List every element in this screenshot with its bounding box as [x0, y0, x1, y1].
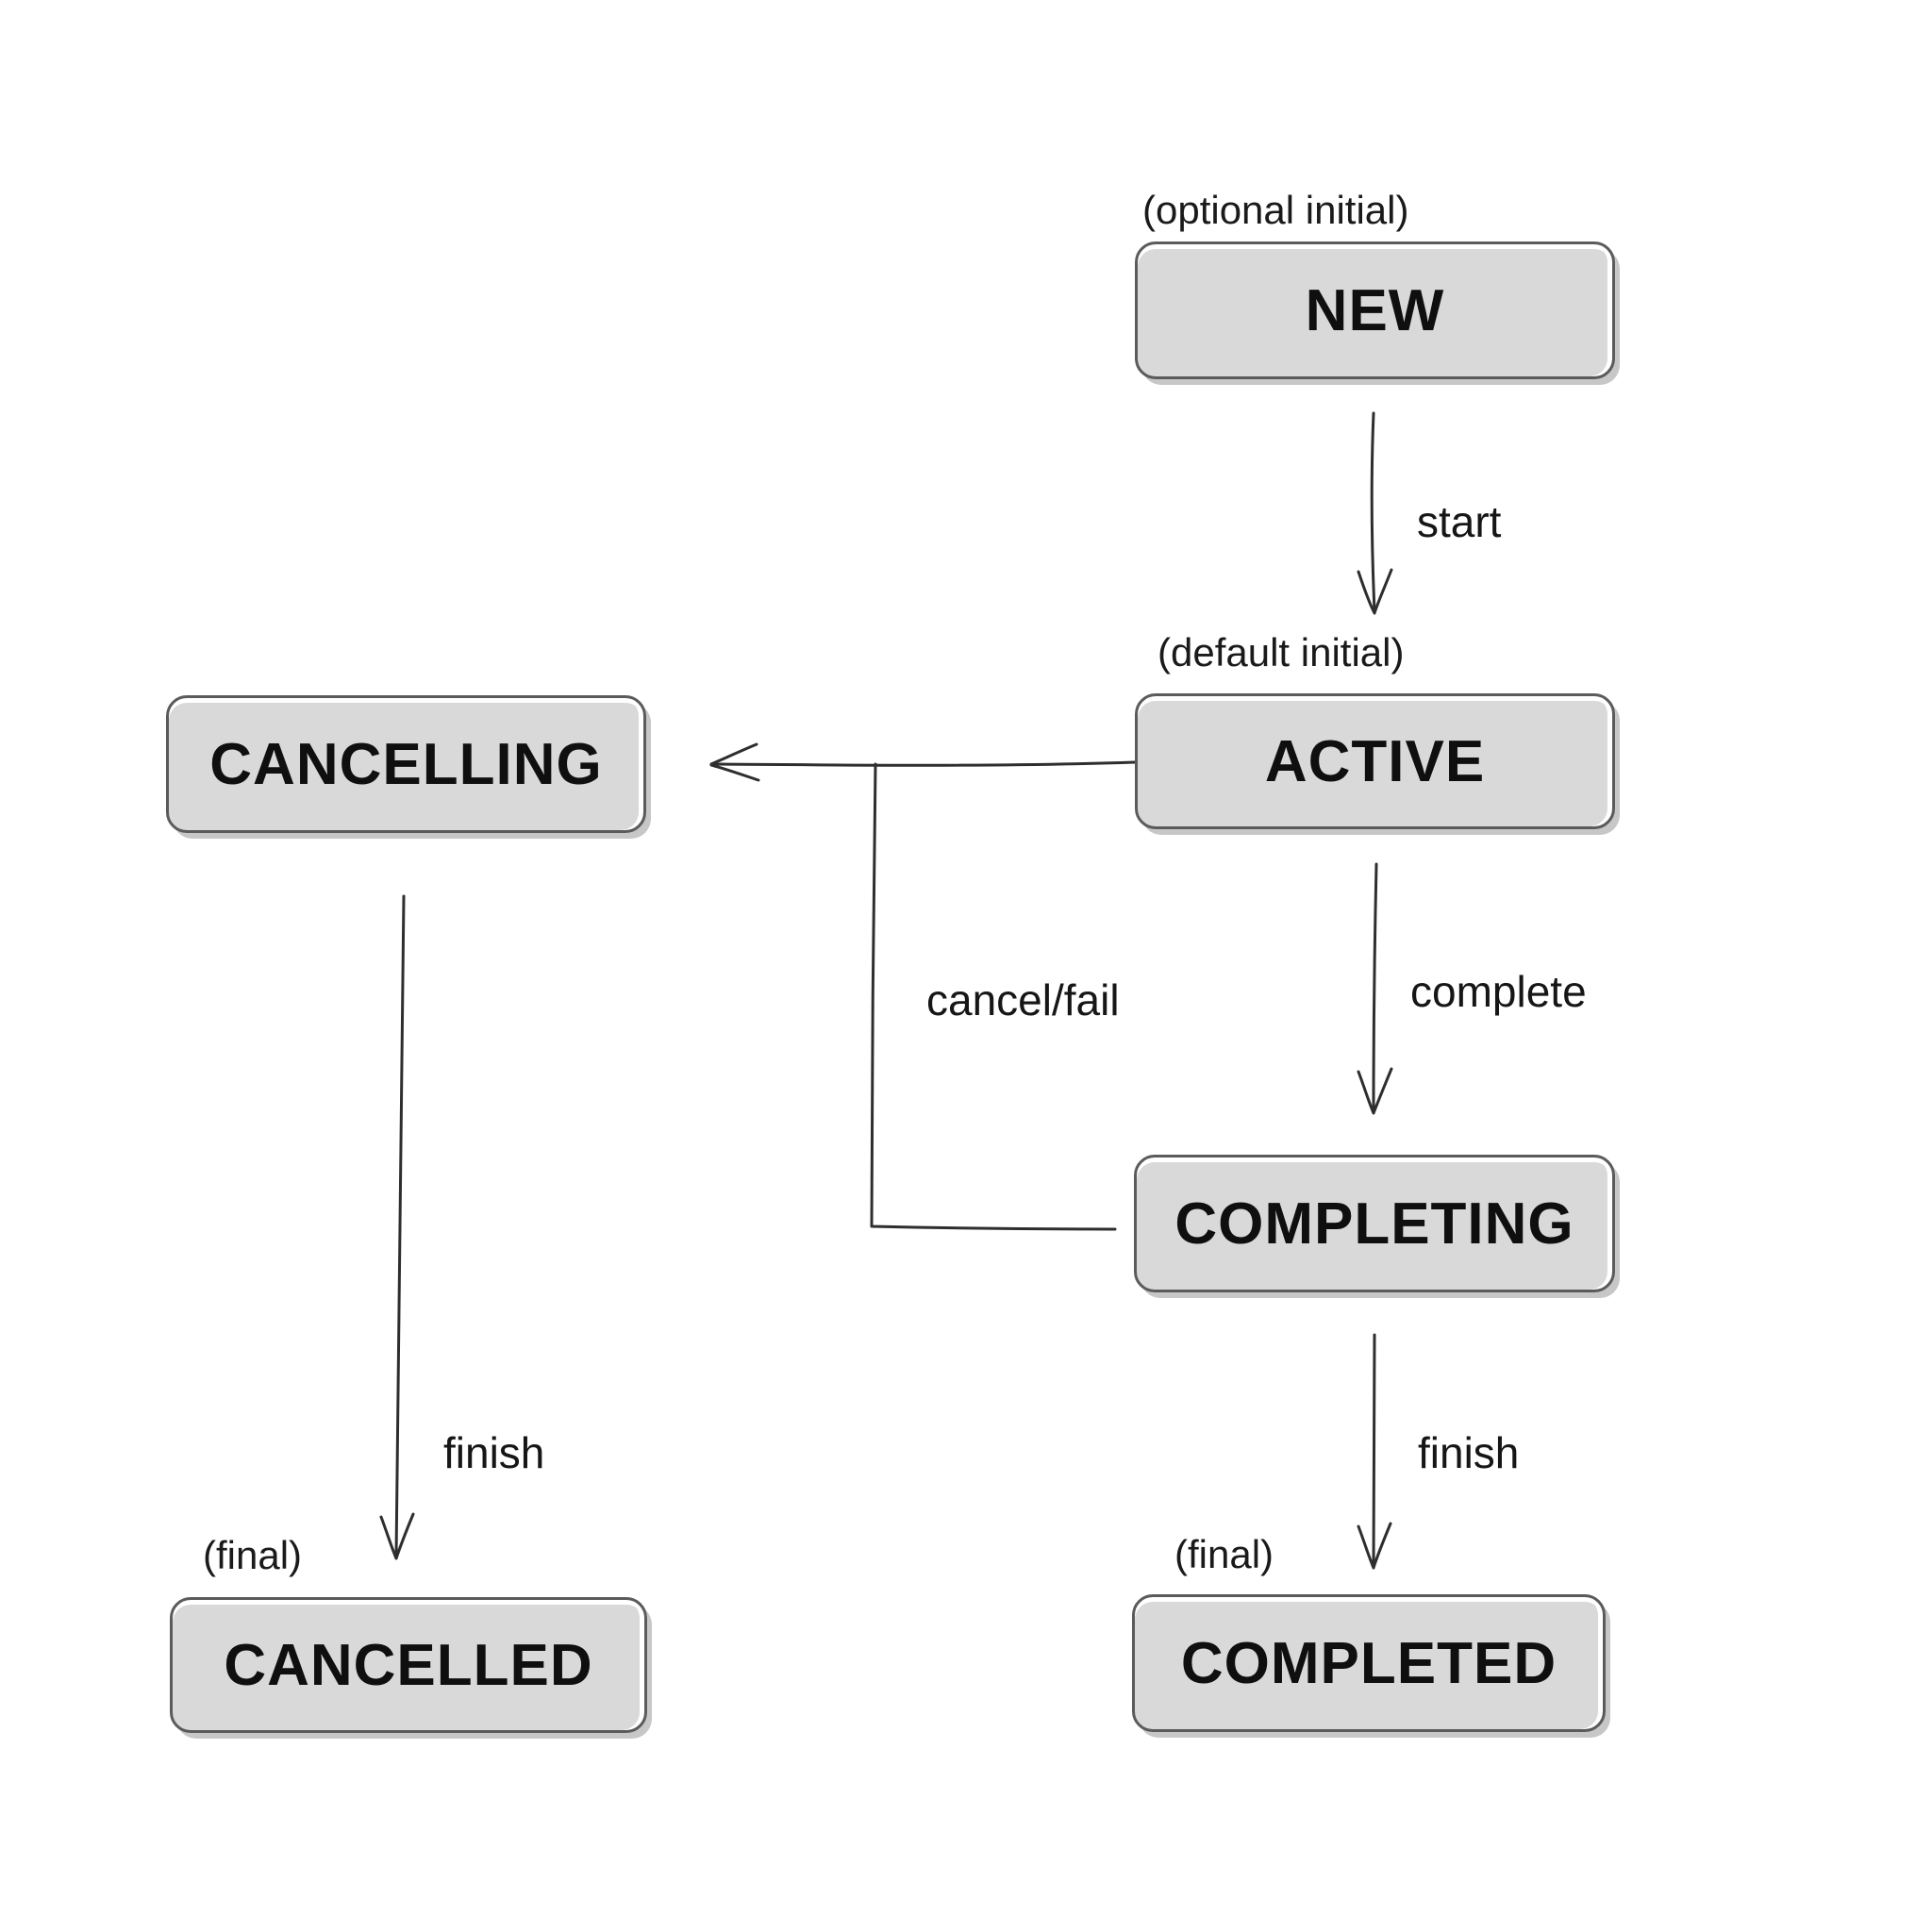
edge-label-cancel-fail: cancel/fail: [926, 975, 1120, 1024]
state-node-cancelling: CANCELLING: [166, 695, 646, 833]
edge-complete-line: [1372, 862, 1378, 1113]
edge-cancel-fail-arrowhead: [709, 742, 760, 782]
state-node-completing: COMPLETING: [1134, 1155, 1615, 1292]
edge-label-start: start: [1417, 497, 1502, 546]
state-label-cancelled: CANCELLED: [224, 1632, 593, 1698]
state-label-active: ACTIVE: [1264, 728, 1486, 794]
state-label-completed: COMPLETED: [1180, 1630, 1557, 1696]
state-label-cancelling: CANCELLING: [209, 731, 603, 797]
edge-start-arrowhead: [1357, 568, 1393, 615]
state-node-new: NEW: [1135, 242, 1615, 379]
annotation-optional-initial: (optional initial): [1142, 188, 1409, 232]
edge-start-line: [1370, 411, 1376, 613]
edge-complete-arrowhead: [1357, 1067, 1393, 1115]
edge-label-finish-completed: finish: [1418, 1428, 1520, 1477]
state-node-active: ACTIVE: [1135, 693, 1615, 829]
state-node-cancelled: CANCELLED: [170, 1597, 647, 1733]
annotation-final-completed: (final): [1174, 1532, 1274, 1576]
edge-cancel-fail-line: [709, 760, 1137, 767]
edge-label-complete: complete: [1410, 967, 1587, 1016]
annotation-default-initial: (default initial): [1158, 630, 1405, 675]
edge-label-finish-cancelled: finish: [443, 1428, 545, 1477]
state-label-new: NEW: [1305, 277, 1445, 343]
edge-finish-cancelled-line: [394, 894, 406, 1558]
state-node-completed: COMPLETED: [1132, 1594, 1606, 1732]
edge-finish-completed-arrowhead: [1357, 1522, 1392, 1570]
edge-finish-cancelled-arrowhead: [379, 1512, 415, 1560]
edge-cancel-fail-elbow-from-completing: [870, 762, 1117, 1231]
annotation-final-cancelled: (final): [203, 1533, 303, 1577]
state-label-completing: COMPLETING: [1174, 1191, 1574, 1257]
